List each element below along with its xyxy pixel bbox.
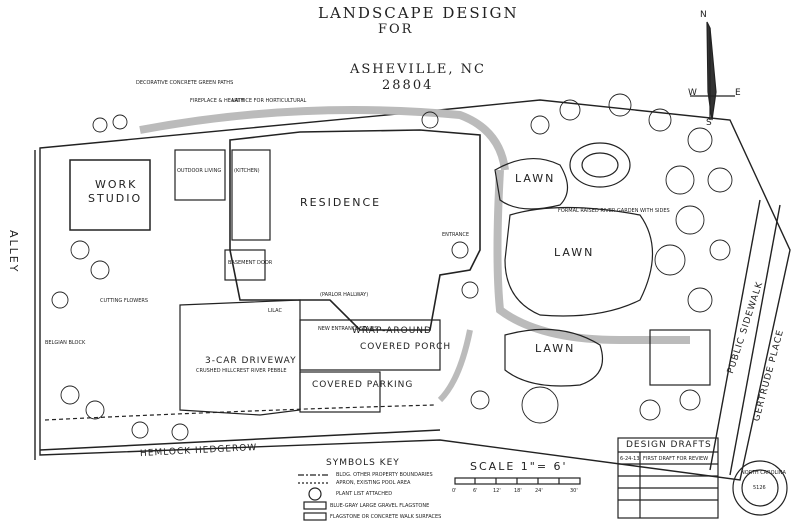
label-alley: ALLEY <box>7 230 20 274</box>
seal-top-text: NORTH CAROLINA <box>741 470 786 476</box>
scale-tick: 24' <box>535 488 543 494</box>
driveway-outline <box>179 299 301 416</box>
design-drafts-title: DESIGN DRAFTS <box>626 440 712 450</box>
label-wrap-around: WRAP-AROUND <box>352 326 432 336</box>
label-covered-parking: COVERED PARKING <box>312 380 414 390</box>
label-lawn-1: LAWN <box>515 172 556 185</box>
label-entrance: ENTRANCE <box>442 232 470 238</box>
label-formal-garden: FORMAL RAISED RIVER GARDEN WITH SIDES <box>558 208 670 214</box>
basement-door-outline <box>224 249 266 281</box>
page-title: LANDSCAPE DESIGN <box>318 4 519 22</box>
label-driveway: 3-CAR DRIVEWAY <box>205 356 297 366</box>
covered-parking-outline <box>299 371 381 413</box>
residence-outline <box>229 129 481 331</box>
scale-tick: 12' <box>493 488 501 494</box>
label-kitchen: (KITCHEN) <box>234 168 260 174</box>
label-residence: RESIDENCE <box>300 196 382 209</box>
lawn-middle-outline <box>504 206 654 317</box>
label-covered-porch: COVERED PORCH <box>360 342 452 352</box>
hemlock-hedgerow-line <box>39 429 441 451</box>
lawn-top-outline <box>494 157 569 210</box>
lawn-bottom-outline <box>504 328 604 387</box>
zip-code: 28804 <box>382 78 434 93</box>
seal-outer <box>732 460 788 516</box>
label-lattice: LATTICE FOR HORTICULTURAL <box>232 98 307 104</box>
outdoor-living-outline <box>174 149 226 201</box>
scale-tick: 6' <box>473 488 478 494</box>
stone-path-north <box>139 106 509 171</box>
label-work: WORK <box>95 178 138 191</box>
symbols-key-item: APRON, EXISTING POOL AREA <box>336 480 411 486</box>
symbols-key-item: BLDG. OTHER PROPERTY BOUNDARIES <box>336 472 433 478</box>
symbols-key-item: FLAGSTONE OR CONCRETE WALK SURFACES <box>330 514 442 520</box>
page-title-for: FOR <box>378 22 414 37</box>
north-arrow <box>706 21 717 121</box>
label-basement-door: BASEMENT DOOR <box>228 260 273 266</box>
stone-path-south <box>437 329 473 403</box>
scale-tick: 0' <box>452 488 457 494</box>
label-driveway-sub: CRUSHED HILLCREST RIVER PEBBLE <box>196 368 287 374</box>
label-lilac: LILAC <box>268 308 282 314</box>
symbols-key-item: BLUE-GRAY LARGE GRAVEL FLAGSTONE <box>330 503 430 509</box>
symbols-key-item: PLANT LIST ATTACHED <box>336 491 393 497</box>
label-lawn-3: LAWN <box>535 342 576 355</box>
label-belgian-block: BELGIAN BLOCK <box>45 340 86 346</box>
scale-label: SCALE 1"= 6' <box>470 460 568 473</box>
scale-tick: 18' <box>514 488 522 494</box>
label-fireplace: FIREPLACE & HEARTH <box>190 98 245 104</box>
label-parlor-hallway: (PARLOR HALLWAY) <box>320 292 369 298</box>
formal-garden-circle <box>569 142 631 188</box>
scale-tick: 30' <box>570 488 578 494</box>
compass-s: S <box>706 118 713 128</box>
label-cutting-flowers: CUTTING FLOWERS <box>100 298 149 304</box>
kitchen-block <box>231 149 271 241</box>
compass-n: N <box>700 10 708 20</box>
design-drafts-box <box>617 437 719 519</box>
compass-e: E <box>735 88 742 98</box>
label-lawn-2: LAWN <box>554 246 595 259</box>
label-outdoor-living: OUTDOOR LIVING <box>177 168 222 174</box>
location: ASHEVILLE, NC <box>350 62 486 77</box>
work-studio-outline <box>69 159 151 231</box>
symbols-key-title: SYMBOLS KEY <box>326 458 400 468</box>
label-new-entrance: NEW ENTRANCE STAIRS <box>318 326 378 332</box>
label-decorative: DECORATIVE CONCRETE GREEN PATHS <box>136 80 234 86</box>
property-boundary <box>39 99 791 481</box>
seal-number: 5126 <box>753 485 766 491</box>
draft-row-date: 6-24-13 <box>620 456 640 462</box>
draft-row-desc: FIRST DRAFT FOR REVIEW <box>643 456 709 462</box>
label-studio: STUDIO <box>88 192 143 205</box>
stone-path-east <box>493 169 690 344</box>
compass-w: W <box>688 88 698 98</box>
